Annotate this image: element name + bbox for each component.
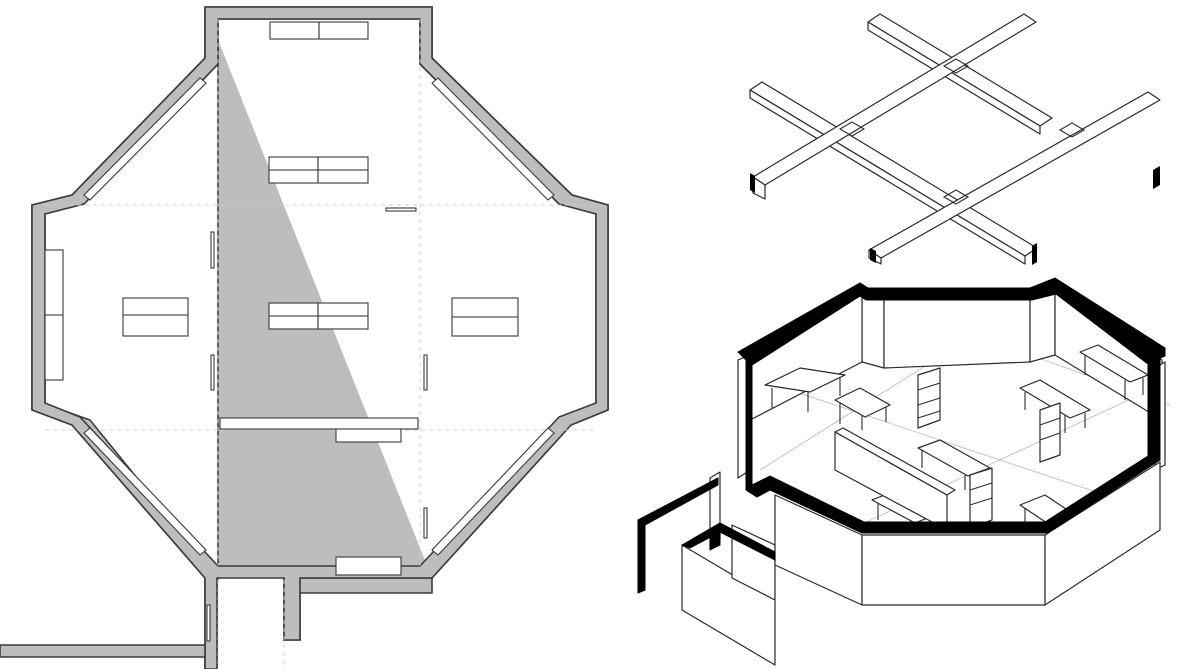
plan-tables [122, 21, 519, 576]
axo-back-walls [737, 289, 1166, 479]
axo-front-walls [681, 461, 1161, 666]
plan-windows [44, 77, 555, 556]
axo-cut-walls [637, 277, 1166, 594]
floor-plan [0, 6, 609, 669]
plan-lower-left-wall [0, 644, 206, 658]
axo-furniture [764, 344, 1149, 531]
beam-grid [749, 13, 1161, 265]
axo-floor-guides [759, 299, 1171, 526]
plan-partitions [206, 207, 428, 642]
